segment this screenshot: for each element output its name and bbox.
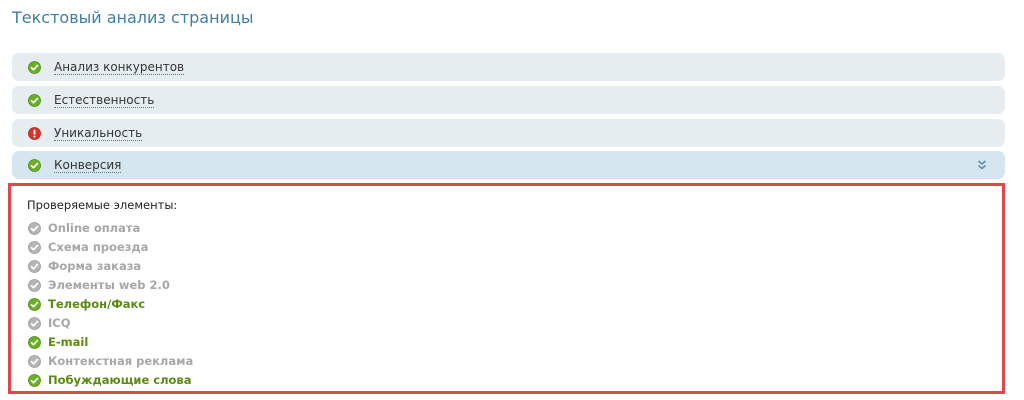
check-circle-gray-icon bbox=[28, 355, 41, 368]
check-circle-icon bbox=[28, 298, 41, 311]
page-title: Текстовый анализ страницы bbox=[12, 8, 254, 27]
item-label: E-mail bbox=[48, 335, 89, 349]
check-circle-icon bbox=[28, 374, 41, 387]
check-circle-gray-icon bbox=[28, 317, 41, 330]
check-circle-icon bbox=[28, 336, 41, 349]
item-label: Схема проезда bbox=[48, 240, 149, 254]
check-circle-gray-icon bbox=[28, 260, 41, 273]
section-conversion[interactable]: Конверсия bbox=[12, 151, 1005, 179]
check-circle-gray-icon bbox=[28, 241, 41, 254]
panel-heading: Проверяемые элементы: bbox=[27, 198, 178, 212]
item-label: Online оплата bbox=[48, 221, 141, 235]
item-label: Форма заказа bbox=[48, 259, 142, 273]
item-label: Телефон/Факс bbox=[48, 297, 146, 311]
item-label: Элементы web 2.0 bbox=[48, 278, 170, 292]
checked-elements-panel: Проверяемые элементы: Online оплата Схем… bbox=[8, 183, 1005, 394]
item-label: ICQ bbox=[48, 316, 71, 330]
section-naturalness[interactable]: Естественность bbox=[12, 86, 1005, 114]
section-label[interactable]: Уникальность bbox=[54, 126, 143, 141]
double-chevron-icon[interactable] bbox=[977, 160, 987, 170]
section-label[interactable]: Анализ конкурентов bbox=[54, 60, 185, 75]
exclamation-circle-icon bbox=[28, 127, 41, 140]
section-competitor-analysis[interactable]: Анализ конкурентов bbox=[12, 53, 1005, 81]
check-circle-icon bbox=[28, 159, 41, 172]
section-label[interactable]: Конверсия bbox=[54, 158, 122, 173]
item-label: Контекстная реклама bbox=[48, 354, 194, 368]
item-label: Побуждающие слова bbox=[48, 373, 192, 387]
check-circle-gray-icon bbox=[28, 279, 41, 292]
section-uniqueness[interactable]: Уникальность bbox=[12, 119, 1005, 147]
check-circle-icon bbox=[28, 94, 41, 107]
check-circle-gray-icon bbox=[28, 222, 41, 235]
section-label[interactable]: Естественность bbox=[54, 93, 155, 108]
check-circle-icon bbox=[28, 61, 41, 74]
